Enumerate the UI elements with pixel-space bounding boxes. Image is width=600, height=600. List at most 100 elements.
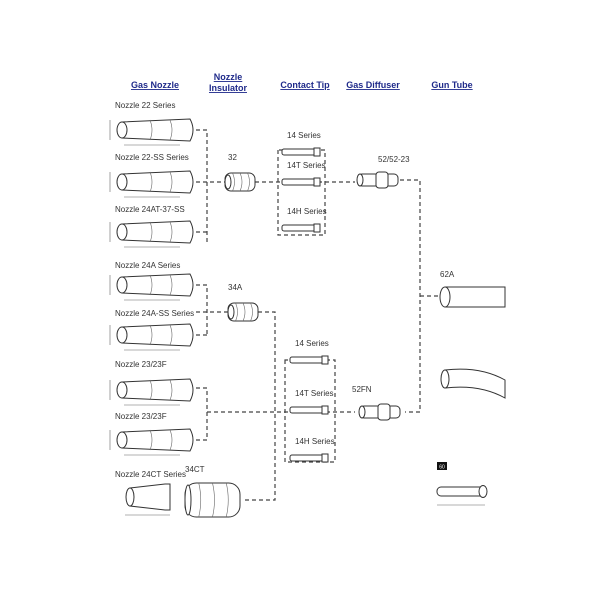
dimension-line [109,222,180,248]
contact-tip-body [281,148,319,156]
contact-tip-body [289,454,327,462]
nozzle-body [129,483,171,511]
header-gas-diffuser[interactable]: Gas Diffuser [346,80,400,90]
gun-tube-thread [478,485,488,498]
gun-tube-body [444,368,506,399]
contact-tip-label: 14 Series [295,339,329,348]
gas-nozzle-7[interactable]: Nozzle 24CT Series [115,470,186,516]
gas-nozzle-3[interactable]: Nozzle 24A Series [109,261,194,301]
gun-tube-curved[interactable] [440,368,506,399]
header-gun-tube[interactable]: Gun Tube [431,80,472,90]
nozzle-opening [125,487,135,507]
insulator-label: 34A [228,283,243,292]
gas-nozzle-4[interactable]: Nozzle 24A-SS Series [109,309,194,351]
diffuser-thread [377,403,391,421]
nozzle-insulator-1[interactable]: 34A [227,283,259,322]
gas-nozzle-label: Nozzle 23/23F [115,412,167,421]
gas-nozzle-label: Nozzle 22-SS Series [115,153,189,162]
gas-nozzle-label: Nozzle 24A-SS Series [115,309,194,318]
gas-nozzle-0[interactable]: Nozzle 22 Series [109,101,194,146]
nozzle-opening [116,121,128,139]
gun-tube-0[interactable]: 62A [439,270,506,308]
contact-tip-thread [321,355,329,365]
nozzle-opening [116,276,128,294]
contact-tip-body [281,224,319,232]
gas-nozzle-2[interactable]: Nozzle 24AT-37-SS [109,205,194,248]
insulator-body [184,482,241,518]
insulator-ring [235,302,238,322]
gas-diffuser-1[interactable]: 52FN [352,385,401,421]
gun-tube-label: 62A [440,270,455,279]
nozzle-bands [149,171,173,193]
gas-nozzle-6[interactable]: Nozzle 23/23F [109,412,194,456]
nozzle-body [121,273,194,297]
nozzle-bands [149,119,173,141]
gun-tube-body [444,286,506,308]
nozzle-body [121,118,194,142]
diffuser-opening [358,405,366,419]
contact-tip-body [289,356,327,364]
diffuser-opening [356,173,364,187]
contact-tip-thread [321,405,329,415]
nozzle-insulator-2[interactable]: 34CT [184,465,241,518]
contact-tip-contact_tips_upper-1[interactable]: 14T Series [281,161,326,187]
part-badge [437,462,447,470]
gas-nozzle-1[interactable]: Nozzle 22-SS Series [109,153,194,198]
nozzle-opening [116,431,128,449]
insulator-label: 32 [228,153,237,162]
insulator-ring [239,172,243,192]
insulator-ring [232,172,235,192]
insulator-ring [225,482,229,518]
contact-tip-contact_tips_lower-2[interactable]: 14H Series [289,437,335,463]
dimension-line [109,275,180,301]
contact-tip-thread [321,453,329,463]
nozzle-bands [149,379,173,401]
dimension-line [109,380,180,406]
gas-nozzle-5[interactable]: Nozzle 23/23F [109,360,194,406]
nozzle-bands [149,429,173,451]
nozzle-body [121,428,194,452]
insulator-ring [247,172,250,192]
dimension-line [109,325,180,351]
contact-tip-label: 14 Series [287,131,321,140]
gun-tube-opening [439,286,451,308]
contact-tip-thread [313,177,321,187]
nozzle-bands [149,274,173,296]
nozzle-body [121,378,194,402]
diffuser-thread [375,171,389,189]
gas-diffuser-label: 52FN [352,385,372,394]
gas-nozzle-label: Nozzle 24CT Series [115,470,186,479]
nozzle-body [121,323,194,347]
contact-tip-contact_tips_upper-0[interactable]: 14 Series [281,131,321,157]
gas-diffuser-0[interactable]: 52/52-23 [356,155,410,189]
gas-nozzle-label: Nozzle 24AT-37-SS [115,205,185,214]
dimension-line [109,120,180,146]
insulator-ring [242,302,246,322]
nozzle-opening [116,326,128,344]
header-contact-tip[interactable]: Contact Tip [280,80,330,90]
gas-nozzle-label: Nozzle 22 Series [115,101,175,110]
insulator-ring [212,482,215,518]
contact-tip-contact_tips_lower-1[interactable]: 14T Series [289,389,334,415]
insulator-label: 34CT [185,465,205,474]
contact-tip-contact_tips_upper-2[interactable]: 14H Series [281,207,327,233]
contact-tip-contact_tips_lower-0[interactable]: 14 Series [289,339,329,365]
header-gas-nozzle[interactable]: Gas Nozzle [131,80,179,90]
gun-tube-small[interactable]: 60 [436,462,488,506]
contact-tip-label: 14H Series [287,207,327,216]
header-nozzle-insulator-2[interactable]: Insulator [209,83,248,93]
insulator-ring [198,482,202,518]
nozzle-bands [149,324,173,346]
dimension-line [109,430,180,456]
nozzle-opening [116,381,128,399]
nozzle-insulator-0[interactable]: 32 [224,153,256,192]
insulator-opening [184,484,192,516]
insulator-opening [227,304,235,320]
contact-tip-body [281,178,319,186]
nozzle-opening [116,223,128,241]
header-nozzle-insulator-1[interactable]: Nozzle [214,72,243,82]
contact-tip-label: 14H Series [295,437,335,446]
nozzle-bands [149,221,173,243]
nozzle-opening [116,173,128,191]
